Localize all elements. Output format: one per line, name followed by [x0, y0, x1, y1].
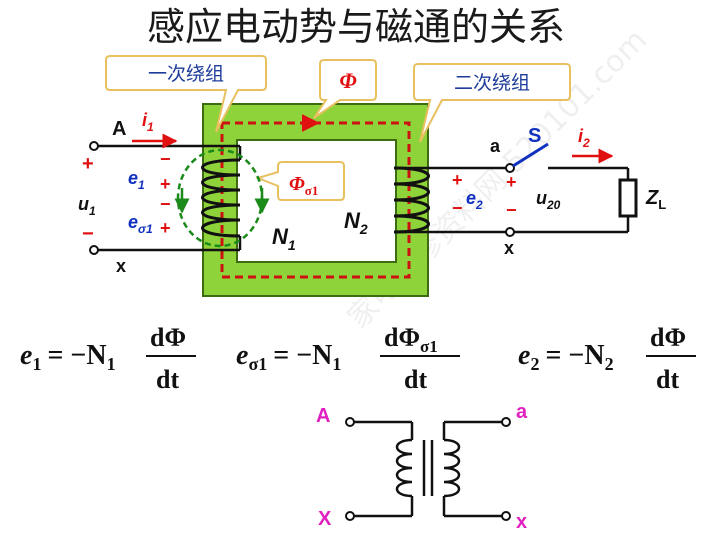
label-i2: i2 — [578, 126, 590, 150]
symbol-label-a: a — [516, 401, 528, 423]
transformer-symbol — [350, 420, 506, 518]
equation-e1: e1= −N1 dΦ dt — [20, 323, 196, 394]
callout-primary-winding: 一次绕组 — [105, 55, 267, 133]
label-N2: N2 — [344, 208, 368, 237]
label-x2: x — [504, 238, 514, 258]
e1-plus: + — [160, 174, 171, 194]
e1-plus-top: − — [160, 149, 171, 169]
svg-text:dΦ: dΦ — [150, 323, 186, 352]
equation-es1: eσ1= −N1 dΦσ1 dt — [236, 323, 460, 394]
svg-text:dt: dt — [404, 365, 427, 394]
callout-main-flux: Φ — [313, 59, 377, 119]
es1-plus: + — [160, 218, 171, 238]
terminal-x2 — [505, 227, 515, 237]
label-u1: u1 — [78, 194, 96, 218]
label-u20: u20 — [536, 188, 561, 212]
label-e1: e1 — [128, 168, 145, 192]
u1-minus: − — [82, 223, 94, 245]
terminal-A — [89, 141, 99, 151]
svg-text:dt: dt — [156, 365, 179, 394]
label-es1: eσ1 — [128, 212, 153, 236]
label-ZL: ZL — [645, 187, 666, 212]
label-A: A — [112, 118, 126, 140]
callout-leakage-flux: Φσ1 — [254, 161, 345, 201]
svg-text:e2= −N2: e2= −N2 — [518, 340, 614, 374]
e2-minus: − — [452, 198, 463, 218]
symbol-label-X: X — [318, 508, 332, 530]
svg-text:一次绕组: 一次绕组 — [148, 63, 224, 85]
u20-minus: − — [506, 200, 517, 220]
symbol-label-x: x — [516, 511, 527, 533]
symbol-terminal-X — [345, 511, 355, 521]
label-i1: i1 — [142, 110, 154, 134]
callout-secondary-winding: 二次绕组 — [413, 63, 571, 143]
u20-plus: + — [506, 172, 517, 192]
terminal-a — [505, 163, 515, 173]
svg-text:Φσ1: Φσ1 — [289, 173, 318, 198]
switch-S[interactable] — [512, 142, 549, 168]
svg-text:e1= −N1: e1= −N1 — [20, 340, 116, 374]
symbol-terminal-x — [501, 511, 511, 521]
label-N1: N1 — [272, 224, 296, 253]
symbol-terminal-a — [501, 417, 511, 427]
label-e2: e2 — [466, 188, 483, 212]
equation-e2: e2= −N2 dΦ dt — [518, 323, 696, 394]
svg-text:dt: dt — [656, 365, 679, 394]
symbol-label-A: A — [316, 405, 330, 427]
svg-text:eσ1= −N1: eσ1= −N1 — [236, 340, 341, 374]
terminal-x — [89, 245, 99, 255]
load-impedance — [618, 178, 638, 218]
label-S: S — [528, 125, 541, 147]
e2-plus: + — [452, 170, 463, 190]
e1-minus: − — [160, 194, 171, 214]
svg-text:Φ: Φ — [339, 68, 356, 93]
svg-text:dΦ: dΦ — [650, 323, 686, 352]
u1-plus: + — [82, 153, 94, 175]
primary-coil — [201, 158, 241, 238]
svg-text:dΦσ1: dΦσ1 — [384, 323, 438, 356]
page-title: 感应电动势与磁通的关系 — [147, 5, 565, 49]
secondary-coil — [393, 166, 430, 234]
label-a: a — [490, 136, 501, 156]
label-x: x — [116, 256, 126, 276]
svg-text:二次绕组: 二次绕组 — [454, 72, 530, 94]
symbol-terminal-A — [345, 417, 355, 427]
